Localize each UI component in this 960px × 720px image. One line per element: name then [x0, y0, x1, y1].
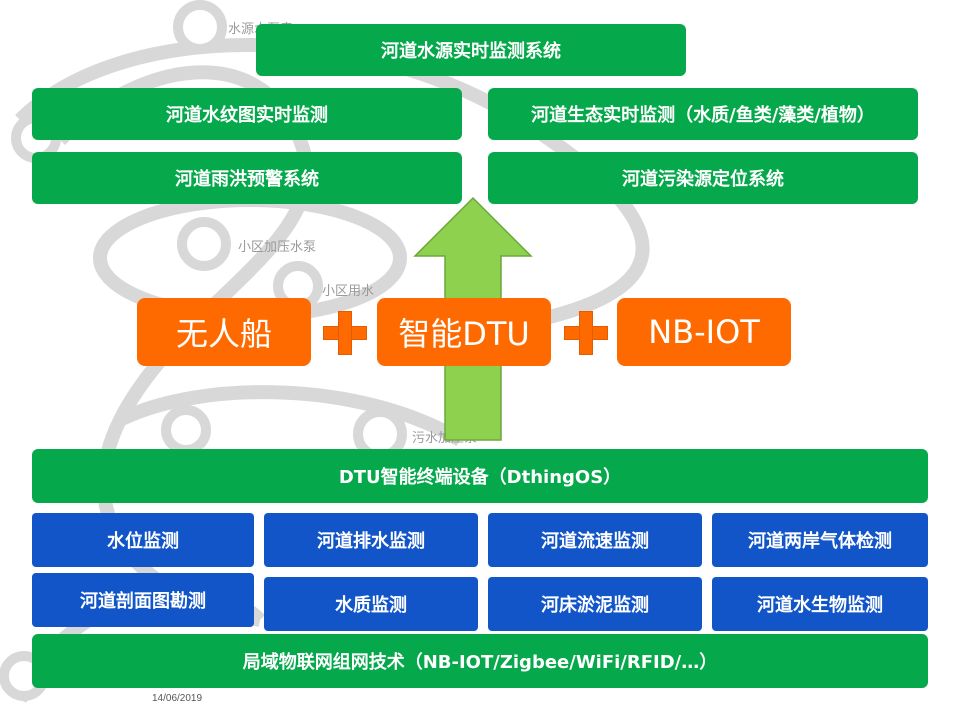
sensor-flow-speed: 河道流速监测: [488, 513, 702, 567]
app-box-ecology-monitoring: 河道生态实时监测（水质/鱼类/藻类/植物）: [488, 88, 918, 140]
app-box-waterline-monitoring: 河道水纹图实时监测: [32, 88, 462, 140]
top-system-box: 河道水源实时监测系统: [256, 24, 686, 76]
sensor-aquatic-life: 河道水生物监测: [712, 577, 928, 631]
component-nb-iot: NB-IOT: [617, 298, 791, 366]
plus-icon: [323, 311, 367, 355]
app-box-flood-warning: 河道雨洪预警系统: [32, 152, 462, 204]
bg-label-community-pump: 小区加压水泵: [238, 240, 317, 255]
component-unmanned-boat: 无人船: [137, 298, 311, 366]
app-box-pollution-location: 河道污染源定位系统: [488, 152, 918, 204]
sensor-cross-section: 河道剖面图勘测: [32, 573, 254, 627]
bg-label-community-water: 小区用水: [322, 284, 375, 299]
sensor-water-level: 水位监测: [32, 513, 254, 567]
plus-icon: [564, 311, 608, 355]
dtu-device-bar: DTU智能终端设备（DthingOS）: [32, 449, 928, 503]
network-tech-bar: 局域物联网组网技术（NB-IOT/Zigbee/WiFi/RFID/…）: [32, 634, 928, 688]
sensor-water-quality: 水质监测: [264, 577, 478, 631]
footer-date: 14/06/2019: [152, 693, 203, 704]
sensor-drainage: 河道排水监测: [264, 513, 478, 567]
sensor-riverbed-silt: 河床淤泥监测: [488, 577, 702, 631]
sensor-bank-gas: 河道两岸气体检测: [712, 513, 928, 567]
component-smart-dtu: 智能DTU: [377, 298, 551, 366]
